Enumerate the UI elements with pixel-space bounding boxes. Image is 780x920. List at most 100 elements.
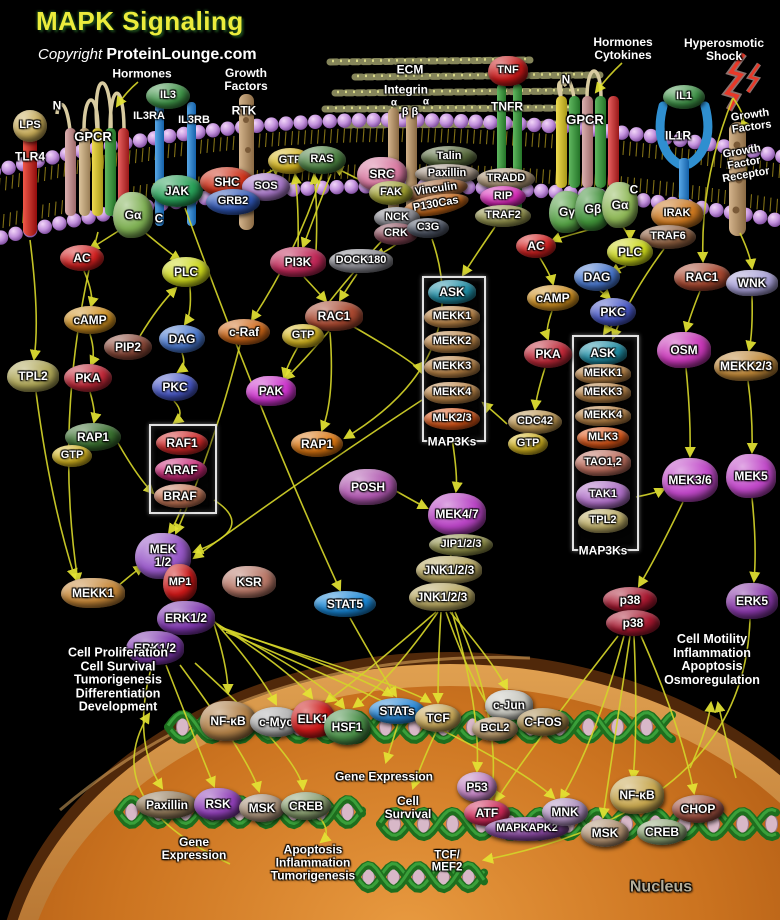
node-rtk-label: RTK <box>231 103 257 118</box>
node-erk5-label: ERK5 <box>735 593 768 608</box>
node-il3rb-label: IL3RB <box>178 114 210 127</box>
node-mlk3-label: MLK3 <box>588 431 618 444</box>
node-jak: JAK <box>151 175 203 207</box>
node-ask-2: ASK <box>579 341 627 365</box>
node-pi3k-label: PI3K <box>284 254 312 269</box>
node-mnk-label: MNK <box>551 804 579 819</box>
node-src-label: SRC <box>369 166 395 181</box>
node-paxillin: Paxillin <box>415 164 479 184</box>
node-atf-label: ATF <box>475 805 499 820</box>
node-rsk: RSK <box>194 788 242 820</box>
node-mnk: MNK <box>542 798 588 826</box>
node-tcf-label: TCF <box>426 710 450 725</box>
node-hsf1: HSF1 <box>324 709 370 745</box>
node-mlk2-3-label: MLK2/3 <box>432 412 472 425</box>
node-traf2: TRAF2 <box>475 205 531 227</box>
node-camp: cAMP <box>64 306 116 334</box>
node-mek4-7-label: MEK4/7 <box>435 506 479 521</box>
node-mekk1-2-label: MEKK1 <box>432 310 472 323</box>
node-pi3k: PI3K <box>270 247 326 277</box>
node-nf-κb-2-label: NF-κB <box>619 787 655 802</box>
node-p53: P53 <box>457 772 497 802</box>
node-gα-2: Gα <box>602 182 638 228</box>
node-dock180: DOCK180 <box>329 249 393 273</box>
node-araf: ARAF <box>155 458 207 482</box>
node-c-fos-label: C-FOS <box>524 714 562 729</box>
node-β-β-label: β β <box>401 106 419 119</box>
node-ask-label: ASK <box>439 284 465 299</box>
node-gγ-label: Gγ <box>558 204 575 219</box>
node-ac-label: AC <box>73 250 91 265</box>
node-nck-label: NCK <box>385 211 409 224</box>
node-gtp-2: GTP <box>282 324 324 348</box>
node-map3ks: MAP3Ks <box>428 435 477 449</box>
node-braf: BRAF <box>154 484 206 508</box>
node-c-2-label: C <box>629 182 639 197</box>
node-p38: p38 <box>603 587 657 613</box>
node-mekk2-label: MEKK2 <box>432 335 472 348</box>
node-pak: PAK <box>246 376 296 406</box>
node-n: N <box>53 99 62 113</box>
node-rip-label: RIP <box>493 190 513 203</box>
node-pkc-2: PKC <box>590 298 636 326</box>
node-nucleus-label: Nucleus <box>629 878 693 896</box>
node-stat5: STAT5 <box>314 591 376 617</box>
node-mp1: MP1 <box>163 564 197 602</box>
node-gtp-label: GTP <box>278 154 302 167</box>
node-paxillin-label: Paxillin <box>427 167 467 180</box>
node-c-jun-label: c-Jun <box>492 697 525 712</box>
node-camp-2-label: cAMP <box>536 290 570 305</box>
node-erk1-2-2-label: ERK1/2 <box>133 640 177 655</box>
node-gpcr-2: GPCR <box>566 112 604 127</box>
node-jnk1-2-3-label: JNK1/2/3 <box>423 562 475 577</box>
node-stats-label: STATs <box>379 703 415 718</box>
node-nf-κb-2: NF-κB <box>610 776 664 814</box>
node-gβ-label: Gβ <box>584 201 602 216</box>
node-tlr4: TLR4 <box>15 149 45 164</box>
node-mekk1-3: MEKK1 <box>575 364 631 384</box>
node-c-2: C <box>629 182 639 197</box>
node-mekk2-3: MEKK2/3 <box>714 351 778 381</box>
node-mlk3: MLK3 <box>577 427 629 449</box>
gpcr-right-receptor <box>556 69 635 198</box>
node-creb-label: CREB <box>288 798 323 813</box>
node-jip1-2-3: JIP1/2/3 <box>429 534 493 556</box>
node-raf1: RAF1 <box>156 431 208 455</box>
node-mekk4-2: MEKK4 <box>575 406 631 426</box>
node-ras: RAS <box>298 146 346 174</box>
node-plc-label: PLC <box>174 264 198 279</box>
node-tlr4-label: TLR4 <box>15 149 45 164</box>
node-il1-label: IL1 <box>676 90 692 103</box>
node-map3ks-2-label: MAP3Ks <box>578 543 628 558</box>
node-mekk1: MEKK1 <box>61 578 125 608</box>
node-pkc-label: PKC <box>162 379 188 394</box>
node-tpl2-2-label: TPL2 <box>589 514 617 527</box>
node-n-2-label: N <box>561 72 571 87</box>
node-tao1-2: TAO1,2 <box>575 450 631 476</box>
node-irak-label: IRAK <box>663 207 691 220</box>
node-creb-2: CREB <box>637 819 687 845</box>
node-pka-2-label: PKA <box>535 346 561 361</box>
node-c-label: C <box>154 211 164 226</box>
node-pip2-label: PIP2 <box>114 339 141 354</box>
node-jnk1-2-3-2-label: JNK1/2/3 <box>416 589 468 604</box>
node-nf-κb-label: NF-κB <box>210 713 246 728</box>
node-ask: ASK <box>428 280 476 304</box>
node-pip2: PIP2 <box>104 334 152 360</box>
node-ac: AC <box>60 245 104 271</box>
node-msk: MSK <box>239 794 285 822</box>
node-mek4-7: MEK4/7 <box>428 493 486 535</box>
node-mekk4-label: MEKK4 <box>432 386 472 399</box>
node-msk-2: MSK <box>581 819 629 847</box>
node-elk1-label: ELK1 <box>297 711 329 726</box>
node-ask-2-label: ASK <box>590 345 616 360</box>
node-osm: OSM <box>657 332 711 368</box>
node-α-label: α <box>390 97 398 109</box>
node-c-myc-label: c-Myc <box>258 714 293 729</box>
node-traf2-label: TRAF2 <box>485 209 521 222</box>
